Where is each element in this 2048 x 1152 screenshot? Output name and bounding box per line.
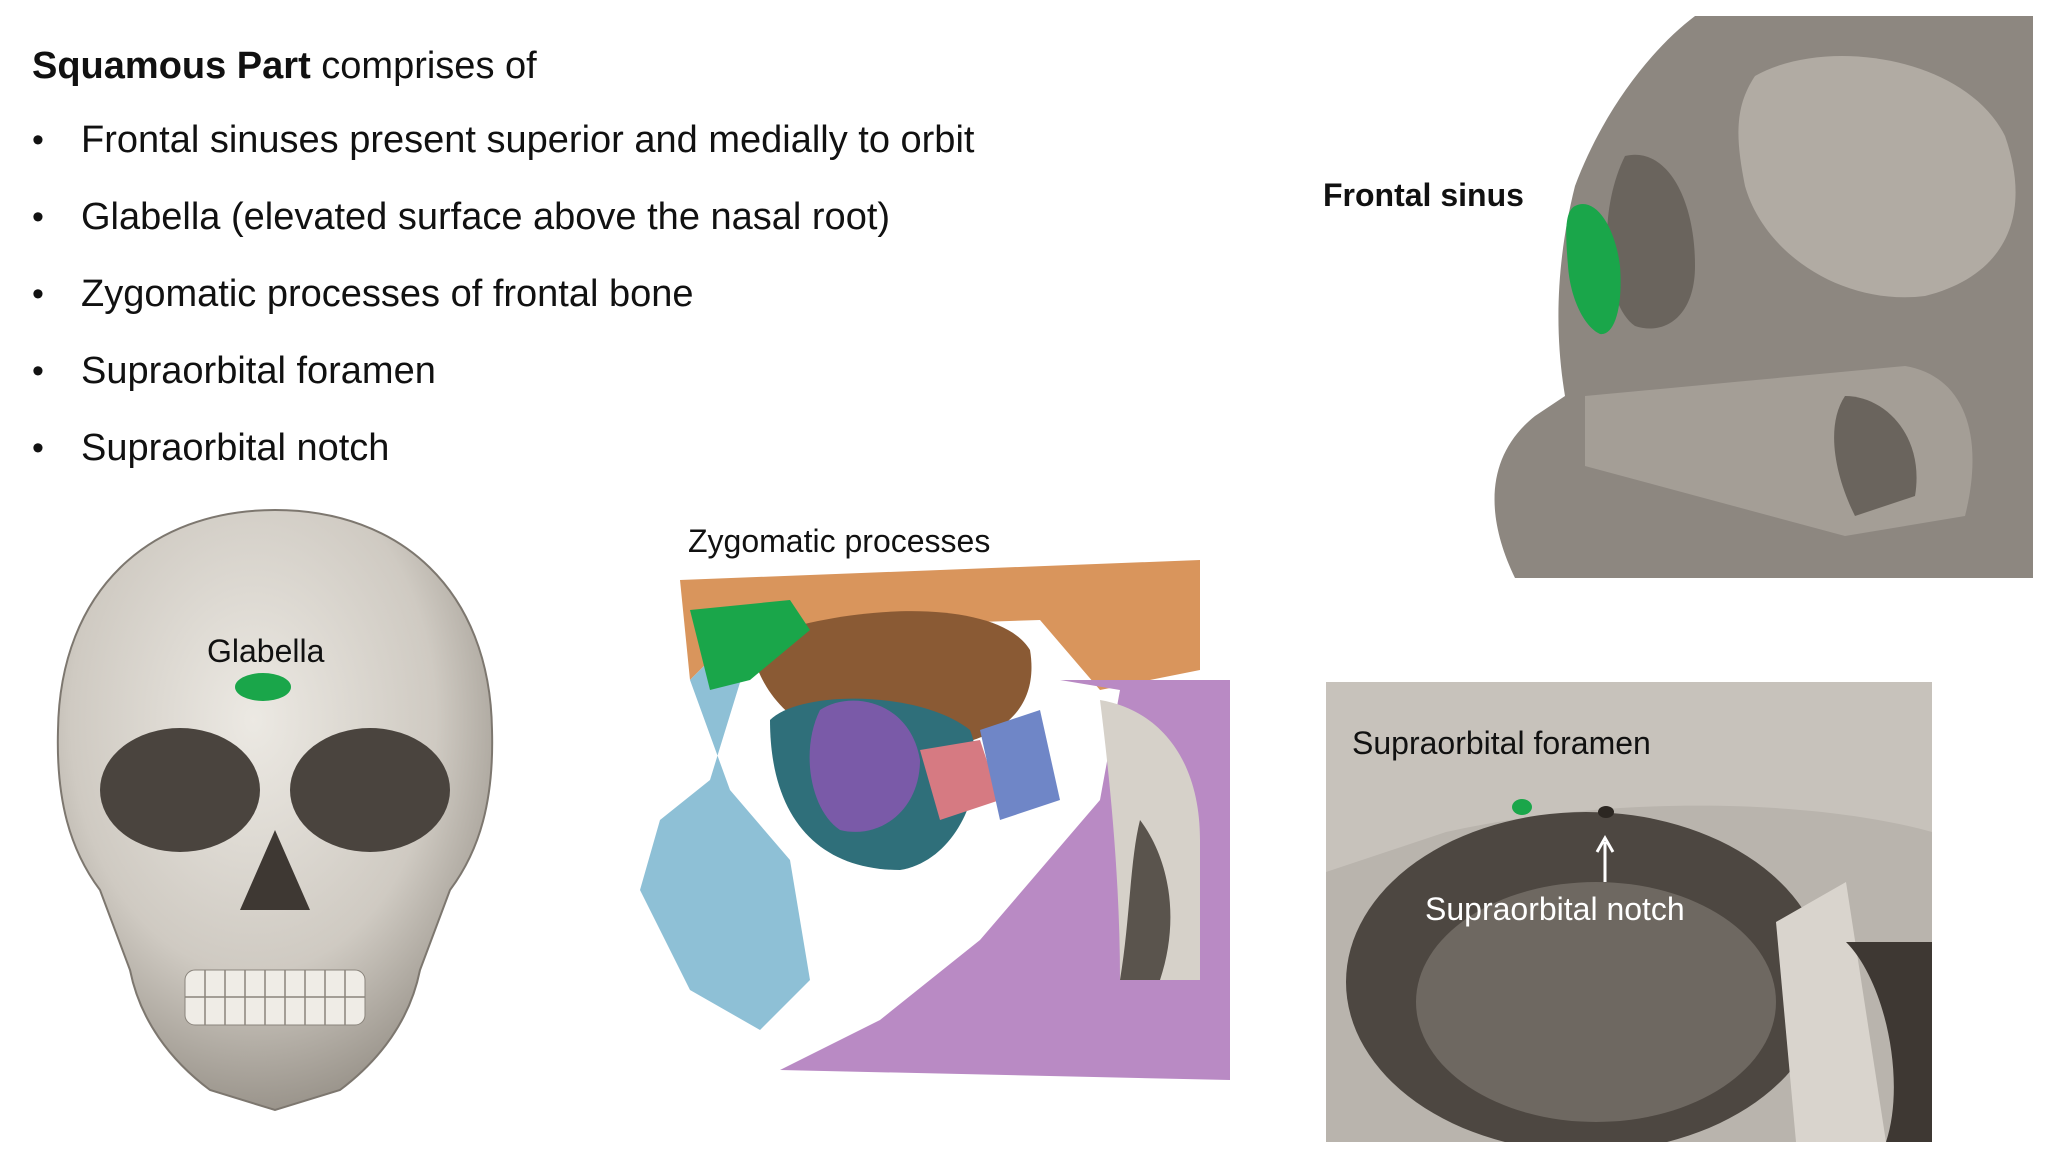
heading-rest: comprises of [310, 45, 537, 87]
orbit-bones-figure [600, 560, 1230, 1080]
bullet-item-frontal-sinuses: Frontal sinuses present superior and med… [32, 118, 974, 195]
glabella-label: Glabella [207, 633, 325, 669]
supraorbital-notch-label: Supraorbital notch [1425, 891, 1685, 927]
arrow-up-icon [1595, 834, 1615, 882]
zygomatic-process-highlight [690, 600, 810, 690]
heading-bold: Squamous Part [32, 45, 311, 87]
bullet-item-supraorbital-notch: Supraorbital notch [32, 426, 974, 503]
skull-front-figure [40, 500, 510, 1150]
bullet-item-supraorbital-foramen: Supraorbital foramen [32, 349, 974, 426]
bullet-item-glabella: Glabella (elevated surface above the nas… [32, 195, 974, 272]
bullet-item-zygomatic: Zygomatic processes of frontal bone [32, 272, 974, 349]
supraorbital-foramen-label: Supraorbital foramen [1352, 725, 1651, 761]
sagittal-section-figure [1465, 16, 2033, 578]
frontal-sinus-highlight [1566, 204, 1621, 335]
zygomatic-label: Zygomatic processes [688, 523, 991, 559]
glabella-highlight [235, 673, 291, 701]
supraorbital-foramen-highlight [1512, 799, 1532, 815]
supraorbital-closeup-figure [1326, 682, 1932, 1142]
bullet-list: Frontal sinuses present superior and med… [32, 118, 974, 503]
frontal-sinus-label: Frontal sinus [1323, 177, 1524, 213]
slide-heading: Squamous Part comprises of [32, 44, 537, 88]
